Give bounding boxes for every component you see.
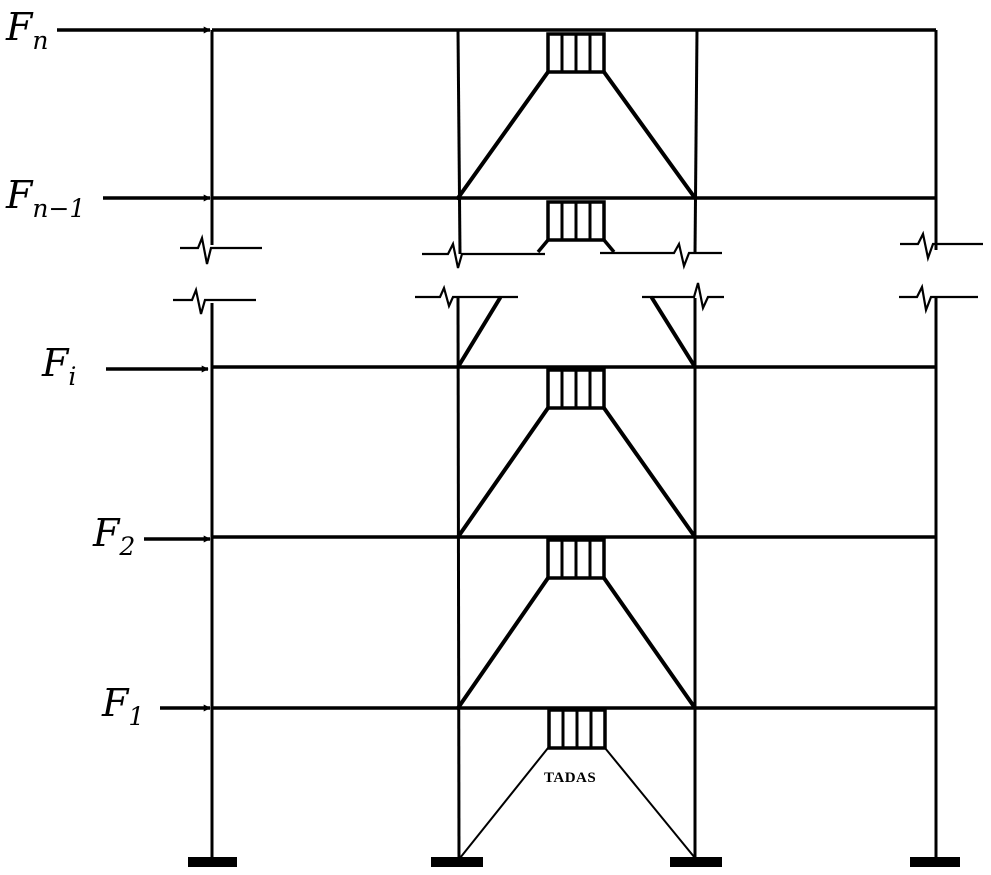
brace-ground-left <box>459 747 549 859</box>
force-arrows <box>57 26 211 712</box>
force-label-f1: F1 <box>102 681 145 731</box>
force-label-f2: F2 <box>93 511 136 561</box>
tadas-damper <box>546 32 606 74</box>
force-label-fn: Fn <box>6 5 49 55</box>
floor-beams <box>212 28 936 710</box>
brace-story2-left <box>456 406 550 539</box>
break-line <box>899 283 978 315</box>
brace-mid-left-stub <box>456 296 502 369</box>
break-line <box>173 286 256 315</box>
support-3 <box>670 857 722 867</box>
tadas-damper <box>547 708 607 750</box>
support-2 <box>431 857 483 867</box>
braces <box>456 70 697 710</box>
column-3-upper <box>693 29 699 255</box>
ground-braces <box>459 747 696 859</box>
break-line <box>642 282 724 312</box>
tadas-damper <box>536 200 616 254</box>
supports <box>188 857 960 867</box>
break-line <box>415 284 518 310</box>
tadas-damper <box>546 538 606 580</box>
support-4 <box>910 857 960 867</box>
brace-top-left <box>456 70 550 200</box>
brace-mid-right-stub <box>650 296 697 369</box>
force-label-fn-1: Fn−1 <box>6 173 86 223</box>
brace-story2-right <box>602 406 697 539</box>
brace-top-right <box>602 70 697 200</box>
brace-story1-right <box>602 576 697 710</box>
break-line <box>422 240 545 269</box>
tadas-damper <box>546 368 606 410</box>
columns <box>210 29 938 861</box>
break-line <box>180 234 262 265</box>
tadas-label: TADAS <box>544 770 597 786</box>
break-lines <box>173 230 983 315</box>
support-1 <box>188 857 237 867</box>
brace-ground-right <box>604 747 696 859</box>
break-line <box>600 240 722 270</box>
column-2-upper <box>456 29 462 255</box>
break-line <box>900 230 983 263</box>
column-2-lower <box>456 297 461 861</box>
force-label-fi: Fi <box>42 341 77 391</box>
tadas-dampers <box>536 32 616 750</box>
brace-story1-left <box>456 576 550 710</box>
